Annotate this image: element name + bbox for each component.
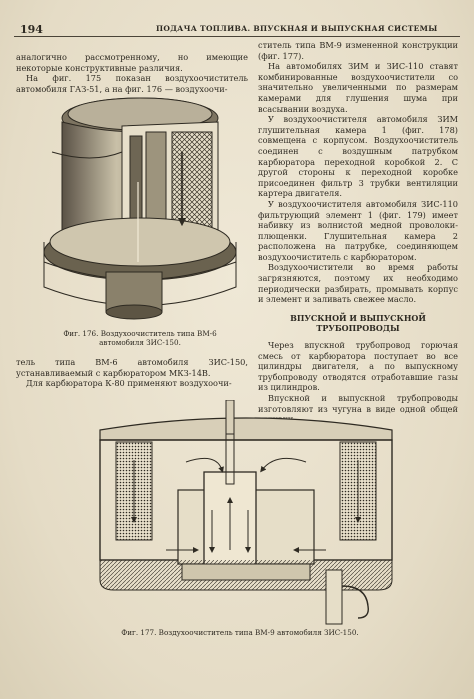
- figure-176-caption: Фиг. 176. Воздухоочиститель типа ВМ-6 ав…: [63, 329, 217, 347]
- paragraph: ститель типа ВМ-9 измененной конструкции…: [258, 40, 458, 61]
- paragraph: Воздухоочистители во время работы загряз…: [258, 262, 458, 305]
- paragraph: У воздухоочистителя автомобиля ЗИМ глуши…: [258, 114, 458, 199]
- left-column-top: аналогично рассмотренному, но имеющие не…: [16, 52, 248, 94]
- paragraph: У воздухоочистителя автомобиля ЗИС-110 ф…: [258, 198, 458, 262]
- running-title: ПОДАЧА ТОПЛИВА. ВПУСКНАЯ И ВЫПУСКНАЯ СИС…: [156, 24, 438, 33]
- page-header: 194 ПОДАЧА ТОПЛИВА. ВПУСКНАЯ И ВЫПУСКНАЯ…: [14, 22, 460, 37]
- paragraph: На фиг. 175 показан воздухоочиститель ав…: [16, 73, 248, 94]
- left-column-bottom: тель типа ВМ-6 автомобиля ЗИС-150, устан…: [16, 357, 248, 389]
- page-number: 194: [20, 23, 43, 36]
- paragraph: Через впускной трубопровод горючая смесь…: [258, 340, 458, 393]
- paragraph: Для карбюратора К-80 применяют воздухооч…: [26, 378, 232, 389]
- section-heading: ВПУСКНОЙ И ВЫПУСКНОЙ ТРУБОПРОВОДЫ: [290, 312, 426, 334]
- figure-177-air-cleaner-section-drawing: [99, 400, 393, 625]
- paragraph: аналогично рассмотренному, но имеющие не…: [16, 52, 248, 73]
- paragraph: На автомобилях ЗИМ и ЗИС-110 ставят комб…: [258, 61, 458, 114]
- right-column-top: ститель типа ВМ-9 измененной конструкции…: [258, 40, 458, 425]
- paragraph: тель типа ВМ-6 автомобиля ЗИС-150, устан…: [16, 357, 248, 378]
- figure-176-air-cleaner-illustration: [43, 97, 237, 320]
- figure-177-caption: Фиг. 177. Воздухоочиститель типа ВМ-9 ав…: [121, 628, 359, 637]
